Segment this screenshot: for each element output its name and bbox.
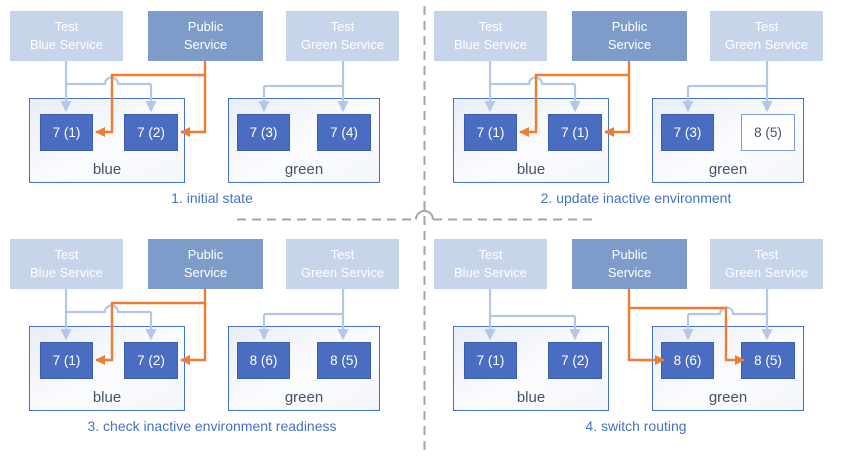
divider-crossing-hop	[415, 210, 434, 220]
instance-box: 7 (3)	[237, 114, 290, 151]
panel-initial-state: Test Blue Service Public Service Test Gr…	[0, 0, 424, 228]
panel-caption: 1. initial state	[171, 190, 253, 206]
instance-box: 7 (2)	[124, 342, 178, 379]
instance-box: 8 (5)	[741, 342, 795, 379]
test-blue-service-box: Test Blue Service	[10, 11, 123, 61]
instance-box: 7 (2)	[124, 114, 178, 151]
environment-label: blue	[92, 161, 122, 178]
service-label-line: Green Service	[300, 265, 385, 280]
instance-box: 7 (1)	[40, 114, 93, 151]
test-blue-service-box: Test Blue Service	[434, 239, 547, 289]
test-blue-service-box: Test Blue Service	[434, 11, 547, 61]
service-label-line: Blue Service	[30, 37, 103, 52]
service-label-line: Service	[183, 265, 228, 280]
public-service-box: Public Service	[148, 239, 263, 289]
environment-label: blue	[92, 389, 122, 406]
service-label-line: Test	[754, 247, 779, 263]
service-label-line: Test	[478, 247, 503, 263]
panel-check-inactive-environment-readiness: Test Blue Service Public Service Test Gr…	[0, 228, 424, 456]
service-label-line: Public	[187, 247, 224, 263]
environment-label: green	[708, 161, 748, 178]
service-label-line: Blue Service	[30, 265, 103, 280]
instance-box: 7 (4)	[317, 114, 371, 151]
test-green-service-box: Test Green Service	[710, 11, 823, 61]
public-service-box: Public Service	[572, 11, 687, 61]
service-label-line: Test	[330, 19, 355, 35]
service-label-line: Service	[607, 265, 652, 280]
test-green-service-box: Test Green Service	[286, 11, 399, 61]
service-label-line: Test	[330, 247, 355, 263]
service-label-line: Test	[478, 19, 503, 35]
panel-caption: 4. switch routing	[585, 418, 687, 434]
service-label-line: Green Service	[724, 265, 809, 280]
public-service-box: Public Service	[572, 239, 687, 289]
panel-caption: 3. check inactive environment readiness	[87, 418, 337, 434]
service-label-line: Blue Service	[454, 37, 527, 52]
service-label-line: Green Service	[724, 37, 809, 52]
test-green-service-box: Test Green Service	[286, 239, 399, 289]
instance-box: 7 (3)	[661, 114, 714, 151]
service-label-line: Public	[611, 19, 648, 35]
service-label-line: Service	[607, 37, 652, 52]
instance-box: 7 (1)	[464, 114, 517, 151]
instance-box: 8 (5)	[741, 114, 795, 151]
environment-label: green	[708, 389, 748, 406]
panel-switch-routing: Test Blue Service Public Service Test Gr…	[424, 228, 848, 456]
environment-label: blue	[516, 161, 546, 178]
test-green-service-box: Test Green Service	[710, 239, 823, 289]
instance-box: 7 (1)	[548, 114, 602, 151]
service-label-line: Green Service	[300, 37, 385, 52]
service-label-line: Public	[611, 247, 648, 263]
service-label-line: Test	[754, 19, 779, 35]
instance-box: 8 (6)	[237, 342, 290, 379]
instance-box: 7 (2)	[548, 342, 602, 379]
service-label-line: Public	[187, 19, 224, 35]
public-service-box: Public Service	[148, 11, 263, 61]
environment-label: green	[284, 161, 324, 178]
instance-box: 7 (1)	[40, 342, 93, 379]
instance-box: 8 (6)	[661, 342, 714, 379]
test-blue-service-box: Test Blue Service	[10, 239, 123, 289]
service-label-line: Blue Service	[454, 265, 527, 280]
environment-label: green	[284, 389, 324, 406]
environment-label: blue	[516, 389, 546, 406]
instance-box: 7 (1)	[464, 342, 517, 379]
panel-update-inactive-environment: Test Blue Service Public Service Test Gr…	[424, 0, 848, 228]
panel-caption: 2. update inactive environment	[540, 190, 732, 206]
instance-box: 8 (5)	[317, 342, 371, 379]
service-label-line: Test	[54, 19, 79, 35]
service-label-line: Service	[183, 37, 228, 52]
service-label-line: Test	[54, 247, 79, 263]
